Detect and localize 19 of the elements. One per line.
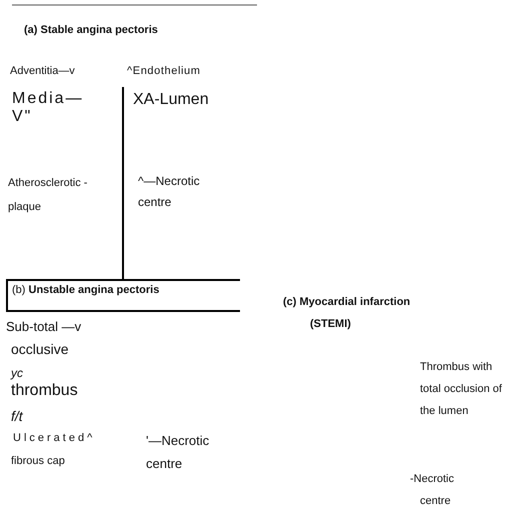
heading-box: (b) Unstable angina pectoris [6,279,240,312]
part-label: ^Endothelium [127,65,201,78]
part-label: ^—Necrotic centre [138,173,201,211]
part-label: XA-Lumen [133,90,209,110]
part-label: Media— V" [12,90,85,126]
part-label: -Necrotic centre [410,472,456,507]
part-label: '—Necrotic centre [146,432,210,473]
part-label: occlusive [11,341,69,358]
part-label: Ulcerated^ [13,432,96,446]
part-label: Thrombus with total occlusion of the lumen [420,360,503,419]
part-label: f/t [11,408,23,425]
part-label: Adventitia—v [10,65,75,78]
part-label: Atherosclerotic -plaque [8,176,88,216]
part-label: thrombus [11,381,78,400]
part-label: Sub-total —v [6,319,82,335]
panel-heading: (c) Myocardial infarction (STEMI) [283,295,412,332]
part-label: yc [11,366,23,380]
part-label: fibrous cap [11,455,65,468]
panel-heading: (a) Stable angina pectoris [24,24,158,38]
